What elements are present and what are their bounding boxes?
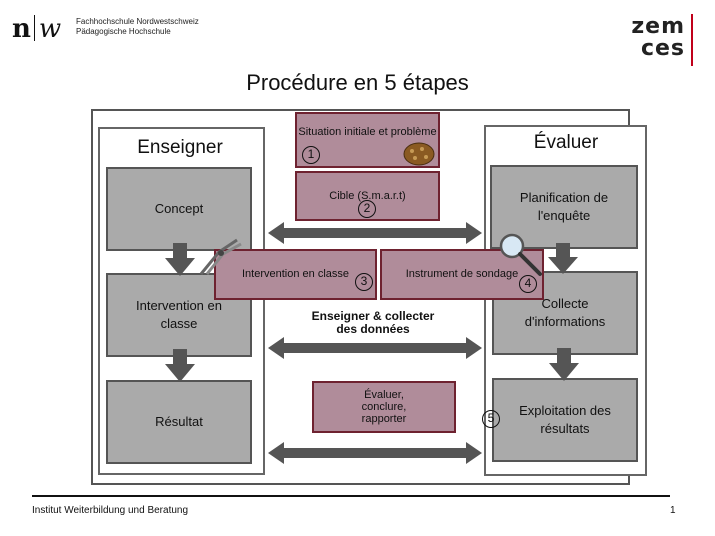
down-arrow-right-2 xyxy=(549,348,579,381)
step-number-2: 2 xyxy=(358,200,376,218)
down-arrow-right-1 xyxy=(548,243,578,274)
down-arrow-left-2 xyxy=(165,349,195,382)
double-arrow-top xyxy=(268,222,482,244)
pliers-icon xyxy=(199,238,242,275)
step1-label: Situation initiale et problème xyxy=(298,126,437,138)
footer-institute: Institut Weiterbildung und Beratung xyxy=(32,505,189,516)
exploitation-box: Exploitation des résultats xyxy=(492,378,638,462)
double-arrow-middle xyxy=(268,337,482,359)
zem-logo-line1: zem xyxy=(631,14,685,39)
step4-box: Instrument de sondage xyxy=(380,249,544,300)
teach-column-title: Enseigner xyxy=(137,137,223,158)
magnifier-icon xyxy=(499,233,542,276)
zem-accent-line xyxy=(691,14,693,66)
step4-label: Instrument de sondage xyxy=(405,268,519,280)
potato-icon xyxy=(403,142,435,166)
org-name-line2: Pädagogische Hochschule xyxy=(76,27,171,36)
step-number-3: 3 xyxy=(355,273,373,291)
step-number-1: 1 xyxy=(302,146,320,164)
step3-label: Intervention en classe xyxy=(241,268,349,280)
org-name-line1: Fachhochschule Nordwestschweiz xyxy=(76,17,199,26)
middle-label: Enseigner & collecter des données xyxy=(311,309,435,336)
step-number-4: 4 xyxy=(519,275,537,293)
footer-divider xyxy=(32,495,670,497)
step2-label: Cible (S.m.a.r.t) xyxy=(329,190,406,202)
result-box: Résultat xyxy=(106,380,252,464)
step3-box: Intervention en classe xyxy=(214,249,377,300)
step5-box: Évaluer, conclure, rapporter xyxy=(312,381,456,433)
step2-box: Cible (S.m.a.r.t) xyxy=(295,171,440,221)
page-number: 1 xyxy=(670,505,676,516)
double-arrow-bottom xyxy=(268,442,482,464)
concept-box: Concept xyxy=(106,167,252,251)
down-arrow-left-1 xyxy=(165,243,195,276)
evaluate-column-title: Évaluer xyxy=(533,132,599,153)
zem-logo-line2: ces xyxy=(640,36,685,61)
step5-label: Évaluer, conclure, rapporter xyxy=(361,389,407,425)
slide-title: Procédure en 5 étapes xyxy=(246,70,469,95)
step-number-5: 5 xyxy=(482,410,500,428)
